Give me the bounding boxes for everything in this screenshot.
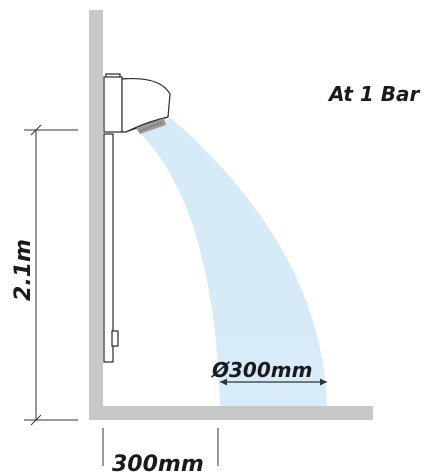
shower-head: [103, 73, 171, 134]
floor: [89, 406, 373, 420]
spray-diameter-dimension: [220, 378, 327, 386]
offset-label: 300mm: [112, 452, 204, 472]
pressure-label: At 1 Bar: [327, 82, 421, 106]
offset-dimension: [102, 428, 219, 466]
water-spray: [141, 118, 327, 406]
height-label: 2.1m: [11, 239, 36, 301]
spray-diameter-label: Ø300mm: [211, 358, 312, 382]
height-dimension: [24, 124, 78, 426]
wall: [89, 10, 103, 420]
riser-rail: [103, 133, 114, 363]
rail-bracket: [111, 330, 119, 347]
